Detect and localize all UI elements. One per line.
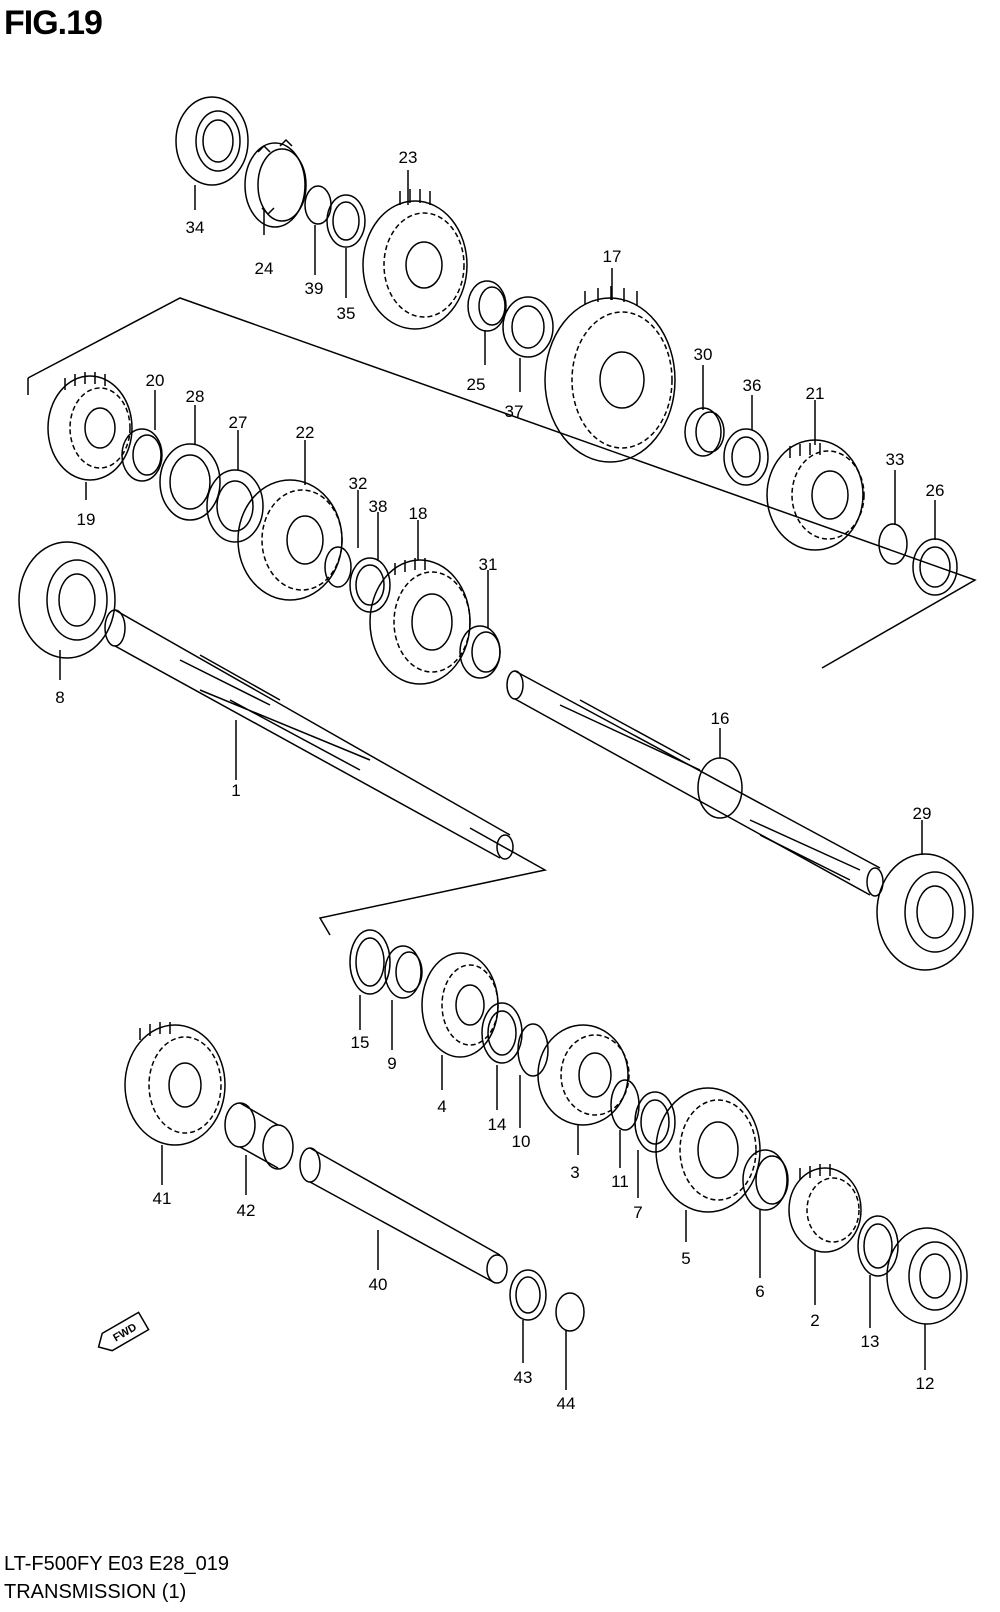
part-29-bearing[interactable] <box>876 853 974 971</box>
part-18-gear[interactable] <box>369 558 471 685</box>
part-label-26[interactable]: 26 <box>926 481 945 500</box>
figure-title: FIG.19 <box>4 4 103 42</box>
part-label-10[interactable]: 10 <box>512 1132 531 1151</box>
part-34-bearing[interactable] <box>175 96 249 186</box>
part-23-gear[interactable] <box>362 189 468 330</box>
part-label-43[interactable]: 43 <box>514 1368 533 1387</box>
part-2-gear[interactable] <box>788 1164 862 1253</box>
part-16-driveshaft[interactable] <box>506 670 884 897</box>
part-37-washer[interactable] <box>502 296 554 358</box>
part-5-gear[interactable] <box>655 1087 761 1213</box>
part-label-41[interactable]: 41 <box>153 1189 172 1208</box>
part-label-6[interactable]: 6 <box>755 1282 764 1301</box>
part-label-2[interactable]: 2 <box>810 1311 819 1330</box>
part-label-30[interactable]: 30 <box>694 345 713 364</box>
part-label-33[interactable]: 33 <box>886 450 905 469</box>
part-label-12[interactable]: 12 <box>916 1374 935 1393</box>
part-36-washer[interactable] <box>723 428 769 486</box>
part-6-bushing[interactable] <box>742 1149 789 1211</box>
fwd-arrow-icon: FWD <box>97 1311 150 1352</box>
part-35-washer[interactable] <box>326 194 366 248</box>
part-10-circlip[interactable] <box>517 1023 549 1077</box>
driveshaft-group-outline <box>318 827 548 936</box>
part-label-40[interactable]: 40 <box>369 1275 388 1294</box>
part-label-34[interactable]: 34 <box>186 218 205 237</box>
part-label-28[interactable]: 28 <box>186 387 205 406</box>
part-19-gear[interactable] <box>47 372 133 481</box>
part-22-gear[interactable] <box>237 479 343 601</box>
part-20-bushing[interactable] <box>121 428 163 482</box>
part-label-27[interactable]: 27 <box>229 413 248 432</box>
part-label-13[interactable]: 13 <box>861 1332 880 1351</box>
part-label-19[interactable]: 19 <box>77 510 96 529</box>
part-label-29[interactable]: 29 <box>913 804 932 823</box>
part-38-washer[interactable] <box>349 557 391 613</box>
part-label-37[interactable]: 37 <box>505 402 524 421</box>
part-label-23[interactable]: 23 <box>399 148 418 167</box>
part-27-washer[interactable] <box>206 469 264 543</box>
part-label-36[interactable]: 36 <box>743 376 762 395</box>
part-label-20[interactable]: 20 <box>146 371 165 390</box>
part-9-bushing[interactable] <box>384 945 423 999</box>
part-21-gear[interactable] <box>766 439 865 551</box>
part-41-gear[interactable] <box>124 1022 226 1146</box>
part-label-8[interactable]: 8 <box>55 688 64 707</box>
part-43-washer[interactable] <box>509 1269 547 1321</box>
part-label-32[interactable]: 32 <box>349 474 368 493</box>
part-label-44[interactable]: 44 <box>557 1394 576 1413</box>
leader-lines <box>59 170 936 1390</box>
part-33-circlip[interactable] <box>878 523 908 565</box>
part-label-22[interactable]: 22 <box>296 423 315 442</box>
part-label-31[interactable]: 31 <box>479 555 498 574</box>
part-label-5[interactable]: 5 <box>681 1249 690 1268</box>
part-label-42[interactable]: 42 <box>237 1201 256 1220</box>
part-label-11[interactable]: 11 <box>611 1172 629 1191</box>
part-label-24[interactable]: 24 <box>255 259 274 278</box>
part-label-21[interactable]: 21 <box>806 384 825 403</box>
part-17-gear[interactable] <box>544 286 676 463</box>
part-15-washer[interactable] <box>349 929 391 995</box>
part-12-bearing[interactable] <box>886 1227 968 1325</box>
part-7-washer[interactable] <box>634 1091 676 1153</box>
part-32-circlip[interactable] <box>324 546 352 588</box>
part-42-bushing[interactable] <box>224 1102 294 1170</box>
part-label-14[interactable]: 14 <box>488 1115 507 1134</box>
part-4-gear[interactable] <box>421 952 499 1058</box>
countershaft-group-outline <box>27 297 977 669</box>
part-label-35[interactable]: 35 <box>337 304 356 323</box>
part-3-gear[interactable] <box>537 1024 630 1126</box>
part-26-washer[interactable] <box>912 538 958 596</box>
part-label-9[interactable]: 9 <box>387 1054 396 1073</box>
part-label-1[interactable]: 1 <box>231 781 240 800</box>
part-13-washer[interactable] <box>857 1215 899 1277</box>
part-14-washer[interactable] <box>481 1002 523 1064</box>
part-44-circlip[interactable] <box>555 1292 585 1332</box>
part-40-shaft[interactable] <box>299 1147 508 1284</box>
part-25-bushing[interactable] <box>467 280 507 332</box>
part-label-38[interactable]: 38 <box>369 497 388 516</box>
part-28-washer[interactable] <box>159 443 221 521</box>
part-label-7[interactable]: 7 <box>633 1203 642 1222</box>
part-24-sleeve-hub[interactable] <box>244 138 307 228</box>
part-labels: 34 24 39 35 23 17 25 37 30 36 21 33 26 2… <box>55 148 944 1413</box>
part-1-countershaft[interactable] <box>104 609 514 860</box>
model-code: LT-F500FY E03 E28_019 <box>4 1553 229 1575</box>
part-label-17[interactable]: 17 <box>603 247 622 266</box>
part-30-bushing[interactable] <box>684 407 725 457</box>
section-title: TRANSMISSION (1) <box>4 1581 187 1603</box>
part-label-39[interactable]: 39 <box>305 279 324 298</box>
part-label-18[interactable]: 18 <box>409 504 428 523</box>
part-label-3[interactable]: 3 <box>570 1163 579 1182</box>
part-label-15[interactable]: 15 <box>351 1033 370 1052</box>
part-label-4[interactable]: 4 <box>437 1097 446 1116</box>
part-label-25[interactable]: 25 <box>467 375 486 394</box>
part-8-bearing[interactable] <box>18 541 116 659</box>
part-31-bushing[interactable] <box>459 625 501 679</box>
part-label-16[interactable]: 16 <box>711 709 730 728</box>
